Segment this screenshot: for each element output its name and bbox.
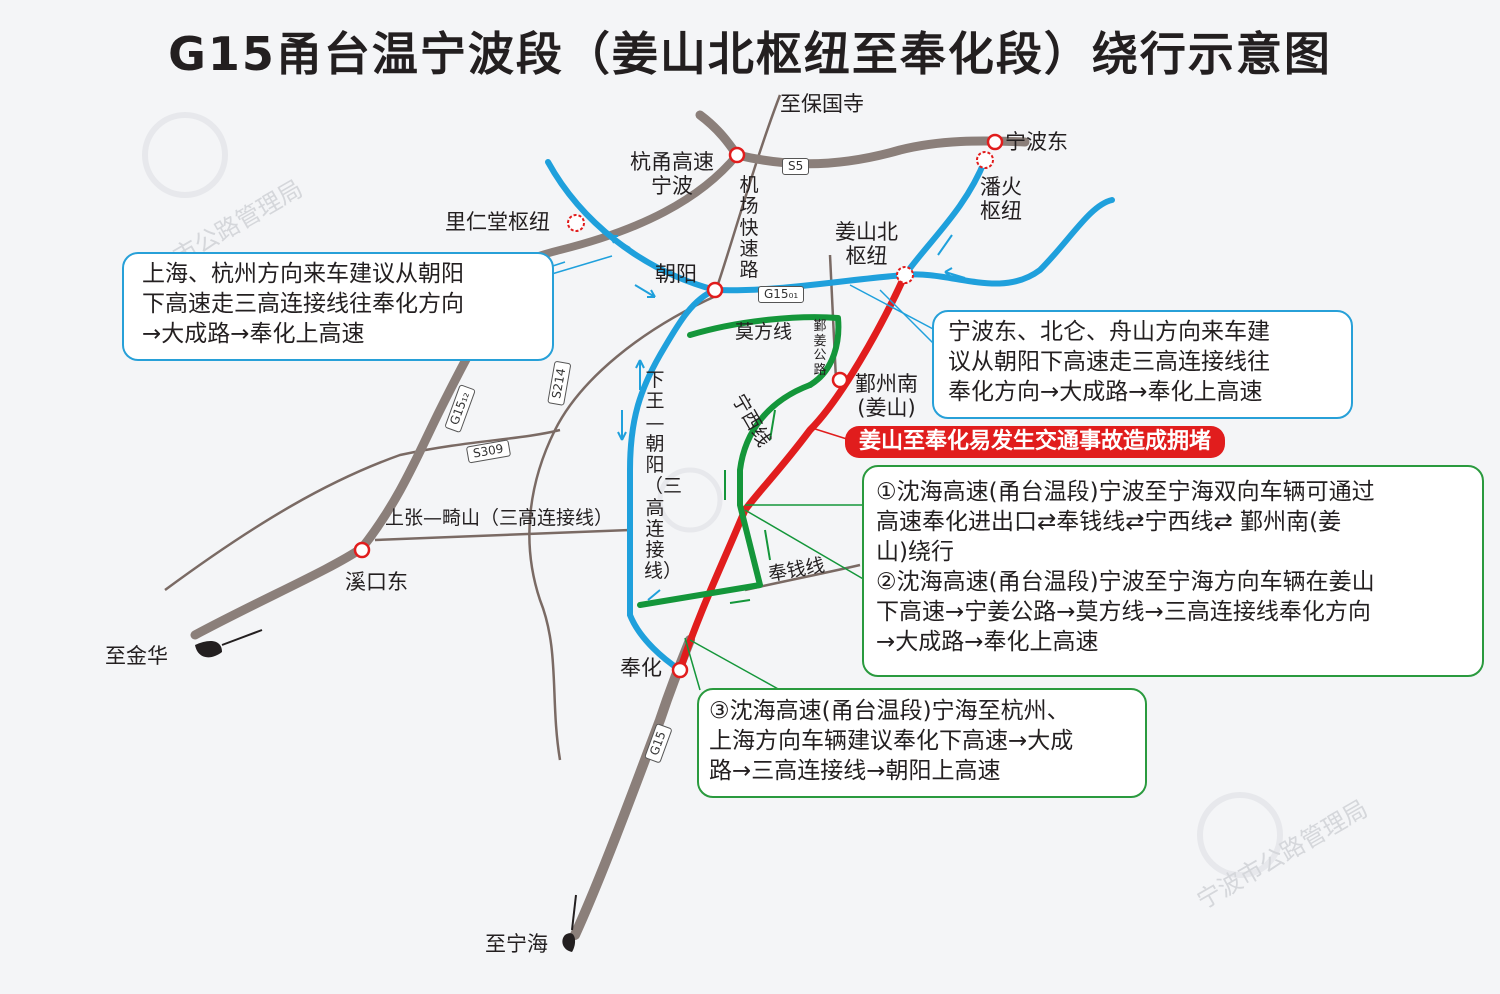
shangzhang-link-road bbox=[374, 528, 631, 542]
label-ningbodong: 宁波东 bbox=[1005, 130, 1068, 154]
label-baoguosi: 至保国寺 bbox=[780, 92, 864, 116]
green-routes bbox=[637, 314, 842, 608]
badge-s5: S5 bbox=[782, 158, 810, 175]
green-route-ningxi-fengqian bbox=[637, 382, 813, 608]
yinzhounan-node bbox=[831, 371, 849, 389]
s214-road bbox=[528, 293, 719, 761]
chaoyang-node bbox=[706, 281, 724, 299]
lirentang-node bbox=[567, 214, 585, 232]
badge-g1501: G15₀₁ bbox=[758, 286, 805, 303]
label-ningjiang: 鄞姜公路 bbox=[813, 319, 827, 378]
label-airport-road: 机场快速路 bbox=[739, 174, 759, 282]
interchanges bbox=[353, 133, 1004, 679]
minor-roads bbox=[164, 94, 861, 761]
label-shangzhang: 上张—畸山（三高连接线） bbox=[385, 507, 614, 529]
congestion-alert: 姜山至奉化易发生交通事故造成拥堵 bbox=[845, 426, 1226, 458]
green-arrows bbox=[724, 409, 776, 604]
fenghua-node bbox=[671, 661, 689, 679]
red-leader bbox=[811, 427, 851, 441]
xikoudong-node bbox=[353, 541, 371, 559]
direction-arrows bbox=[609, 234, 966, 601]
end-marks bbox=[195, 629, 577, 952]
panhuo-node bbox=[976, 151, 994, 169]
green-route-mofang bbox=[687, 314, 842, 388]
label-jiangshanbei: 姜山北 枢纽 bbox=[835, 220, 898, 269]
ningbodong-node bbox=[986, 133, 1004, 151]
watermark-emblems bbox=[142, 112, 1283, 878]
label-panhuo: 潘火 枢纽 bbox=[980, 175, 1022, 224]
label-xiawang: 下王—朝阳（三高连接线） bbox=[644, 369, 683, 583]
label-fenghua: 奉化 bbox=[620, 656, 662, 680]
airport-expressway-road bbox=[714, 94, 782, 291]
blue-route-panhuo bbox=[902, 157, 988, 278]
callout-detour-1-2: ①沈海高速(甬台温段)宁波至宁海双向车辆可通过 高速奉化进出口⇄奉钱线⇄宁西线⇄… bbox=[862, 465, 1484, 677]
map-title: G15甬台温宁波段（姜山北枢纽至奉化段）绕行示意图 bbox=[168, 27, 1332, 81]
s5-expressway bbox=[695, 110, 1030, 169]
label-lirentang: 里仁堂枢纽 bbox=[445, 210, 550, 234]
callout-shanghai-hangzhou: 上海、杭州方向来车建议从朝阳 下高速走三高连接线往奉化方向 →大成路→奉化上高速 bbox=[122, 252, 554, 361]
label-ninghai: 至宁海 bbox=[485, 932, 548, 956]
s309-road bbox=[164, 428, 561, 592]
label-hangyong: 杭甬高速 宁波 bbox=[630, 150, 714, 199]
green-leaders bbox=[684, 504, 866, 691]
blue-route-xiawang-chaoyang bbox=[627, 287, 718, 673]
jiangshanbei-node bbox=[896, 266, 914, 284]
callout-detour-3: ③沈海高速(甬台温段)宁海至杭州、 上海方向车辆建议奉化下高速→大成 路→三高连… bbox=[697, 688, 1147, 798]
label-mofang: 莫方线 bbox=[735, 321, 793, 343]
hangyong-ningbo-node bbox=[728, 146, 746, 164]
label-chaoyang: 朝阳 bbox=[655, 262, 697, 286]
label-jinhua: 至金华 bbox=[105, 644, 168, 668]
callout-ningbodong: 宁波东、北仑、舟山方向来车建 议从朝阳下高速走三高连接线往 奉化方向→大成路→奉… bbox=[932, 310, 1353, 419]
label-yinzhounan: 鄞州南 (姜山) bbox=[855, 372, 918, 421]
label-xikoudong: 溪口东 bbox=[345, 570, 408, 594]
g15-expressway-south bbox=[570, 635, 695, 940]
